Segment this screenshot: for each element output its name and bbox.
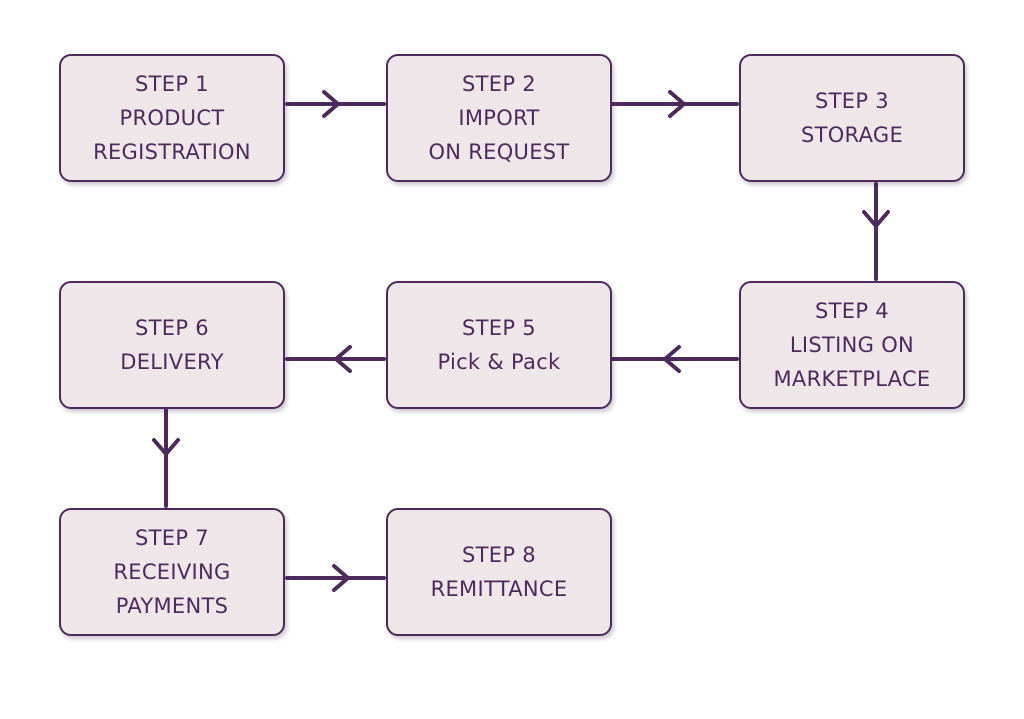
arrowhead-right-icon xyxy=(332,564,350,592)
step-4-box: STEP 4 LISTING ON MARKETPLACE xyxy=(739,281,965,409)
arrowhead-right-icon xyxy=(668,90,686,118)
step-8-title: STEP 8 xyxy=(462,543,536,567)
step-7-box: STEP 7 RECEIVING PAYMENTS xyxy=(59,508,285,636)
step-6-line-1: DELIVERY xyxy=(120,350,224,374)
step-2-line-1: IMPORT xyxy=(458,106,540,130)
arrowhead-down-icon xyxy=(862,210,890,228)
step-7-line-1: RECEIVING xyxy=(113,560,231,584)
step-1-line-2: REGISTRATION xyxy=(93,140,251,164)
step-8-box: STEP 8 REMITTANCE xyxy=(386,508,612,636)
step-3-title: STEP 3 xyxy=(815,89,889,113)
step-2-box: STEP 2 IMPORT ON REQUEST xyxy=(386,54,612,182)
step-4-title: STEP 4 xyxy=(815,299,889,323)
step-2-title: STEP 2 xyxy=(462,72,536,96)
arrowhead-right-icon xyxy=(322,90,340,118)
step-6-box: STEP 6 DELIVERY xyxy=(59,281,285,409)
step-5-title: STEP 5 xyxy=(462,316,536,340)
step-3-box: STEP 3 STORAGE xyxy=(739,54,965,182)
step-6-title: STEP 6 xyxy=(135,316,209,340)
step-1-title: STEP 1 xyxy=(135,72,209,96)
step-5-box: STEP 5 Pick & Pack xyxy=(386,281,612,409)
arrowhead-left-icon xyxy=(663,345,681,373)
step-4-line-2: MARKETPLACE xyxy=(773,367,931,391)
step-2-line-2: ON REQUEST xyxy=(428,140,570,164)
step-3-line-1: STORAGE xyxy=(800,123,904,147)
arrowhead-left-icon xyxy=(334,345,352,373)
step-7-line-2: PAYMENTS xyxy=(115,594,229,618)
arrowhead-down-icon xyxy=(152,438,180,456)
step-1-line-1: PRODUCT xyxy=(119,106,225,130)
step-5-line-1: Pick & Pack xyxy=(437,350,561,374)
step-1-box: STEP 1 PRODUCT REGISTRATION xyxy=(59,54,285,182)
step-8-line-1: REMITTANCE xyxy=(430,577,568,601)
step-7-title: STEP 7 xyxy=(135,526,209,550)
step-4-line-1: LISTING ON xyxy=(789,333,915,357)
